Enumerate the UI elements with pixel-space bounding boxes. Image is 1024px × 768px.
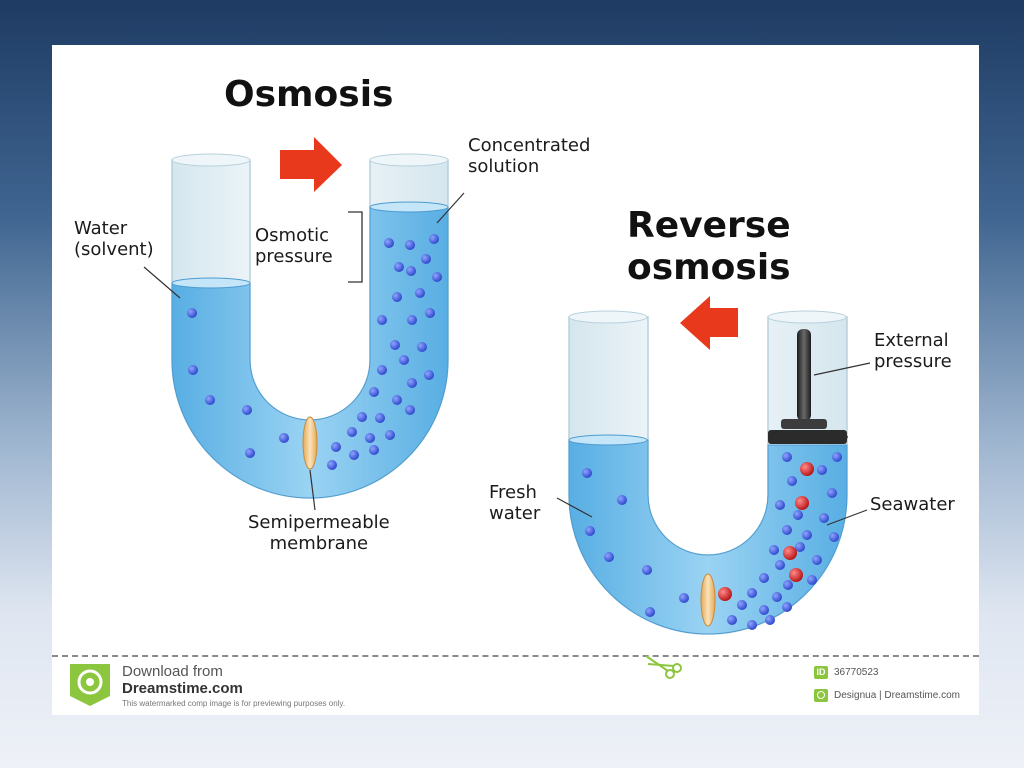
seawater-label: Seawater xyxy=(870,494,955,515)
osmotic-pressure-label: Osmotic pressure xyxy=(255,225,333,267)
id-badge: ID xyxy=(814,666,828,679)
osmotic-pressure-bracket xyxy=(348,211,363,283)
preview-disclaimer-text: This watermarked comp image is for previ… xyxy=(122,699,346,708)
osmosis-leader-lines xyxy=(143,192,465,511)
slide: Osmosis Reverse osmosis Concentrated sol… xyxy=(52,45,979,715)
reverse-leader-lines xyxy=(556,362,871,526)
osmosis-title: Osmosis xyxy=(224,74,394,115)
copyright-icon xyxy=(814,689,828,702)
scissors-icon xyxy=(645,655,682,679)
external-pressure-label: External pressure xyxy=(874,330,952,372)
osmosis-u-tube xyxy=(143,137,465,511)
reverse-osmosis-title: Reverse osmosis xyxy=(627,205,791,288)
osmosis-diagram xyxy=(143,137,871,635)
semipermeable-membrane-label: Semipermeable membrane xyxy=(248,512,390,554)
fresh-water-label: Fresh water xyxy=(489,482,541,524)
reverse-salt-dots xyxy=(718,462,814,601)
dreamstime-logo-icon xyxy=(70,664,110,706)
osmosis-membrane xyxy=(302,416,318,470)
right-arrow-icon xyxy=(280,137,342,192)
reverse-osmosis-liquid xyxy=(568,439,848,635)
left-arrow-icon xyxy=(680,296,738,350)
reverse-osmosis-u-tube xyxy=(556,296,871,635)
download-from-text: Download from xyxy=(122,663,223,680)
watermark-footer: Download from Dreamstime.com This waterm… xyxy=(52,655,979,715)
osmosis-solvent-dots xyxy=(187,234,442,470)
reverse-solvent-dots xyxy=(582,452,842,630)
concentrated-solution-label: Concentrated solution xyxy=(468,135,591,177)
reverse-membrane xyxy=(700,573,716,627)
piston-icon xyxy=(768,329,848,444)
water-solvent-label: Water (solvent) xyxy=(74,218,154,260)
credit-text: Designua | Dreamstime.com xyxy=(834,690,960,701)
dreamstime-site-text[interactable]: Dreamstime.com xyxy=(122,680,243,697)
osmosis-liquid xyxy=(171,206,449,499)
image-id-text: 36770523 xyxy=(834,667,879,678)
